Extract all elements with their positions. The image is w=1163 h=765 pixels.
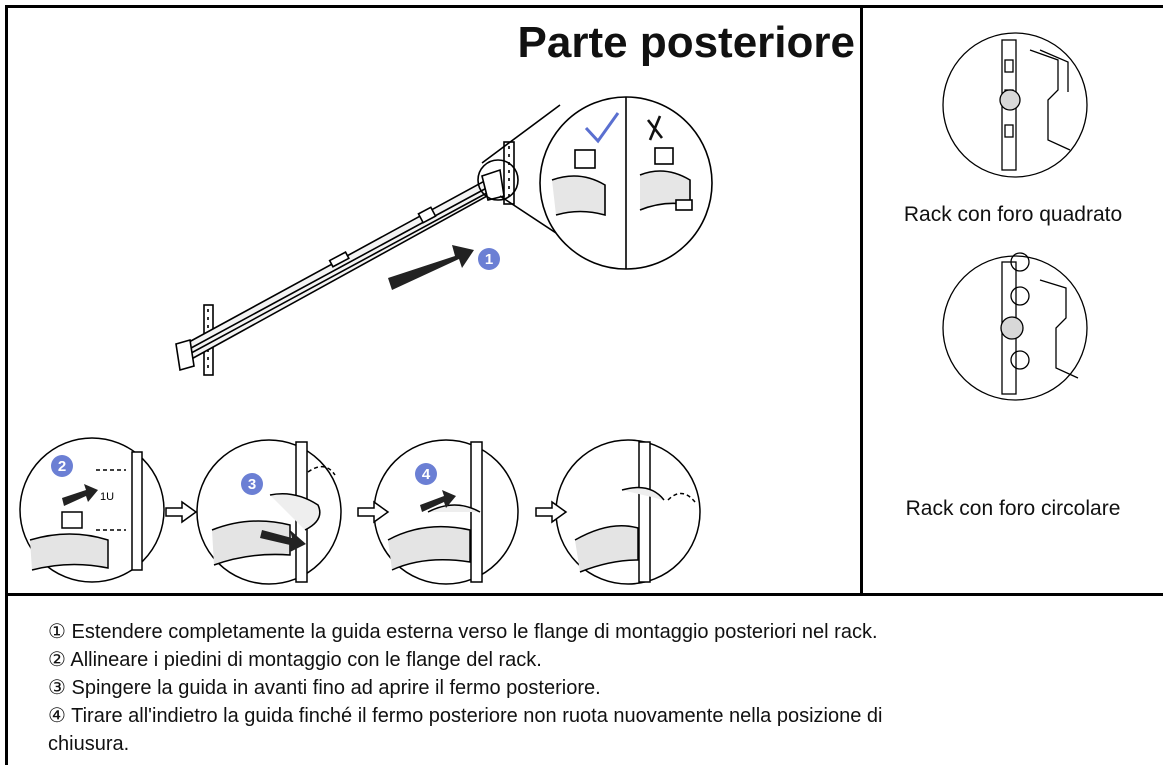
hollow-right-arrow-icon xyxy=(165,500,198,524)
cross-mark-icon xyxy=(646,115,664,141)
instruction-list: ① Estendere completamente la guida ester… xyxy=(48,618,1148,758)
svg-text:4: 4 xyxy=(422,466,431,483)
instruction-step-2: ② Allineare i piedini di montaggio con l… xyxy=(48,649,542,671)
unit-label: 1U xyxy=(100,491,114,503)
step-final-detail xyxy=(555,439,701,585)
step-3-detail xyxy=(196,439,342,585)
detail-magnifier xyxy=(539,96,713,270)
svg-text:1: 1 xyxy=(485,251,493,268)
square-hole-rack-detail xyxy=(942,32,1088,178)
figure-frame xyxy=(5,5,1163,765)
round-hole-rack-detail xyxy=(942,252,1088,401)
step-4-detail xyxy=(373,439,519,585)
instruction-step-3: ③ Spingere la guida in avanti fino ad ap… xyxy=(48,677,601,699)
instruction-step-4: ④ Tirare all'indietro la guida finché il… xyxy=(48,705,883,727)
hollow-right-arrow-icon xyxy=(357,500,390,524)
step-2-detail: 1U xyxy=(19,437,165,583)
step-badge-2: 2 xyxy=(51,455,73,477)
caption-square-hole: Rack con foro quadrato xyxy=(903,203,1123,226)
check-mark-icon xyxy=(584,112,620,144)
step-badge-4: 4 xyxy=(415,463,437,485)
step-badge-1: 1 xyxy=(478,248,500,270)
section-divider xyxy=(5,593,1163,596)
column-divider xyxy=(860,5,863,595)
caption-round-hole: Rack con foro circolare xyxy=(905,497,1121,520)
step-badge-3: 3 xyxy=(241,473,263,495)
rack-rail-illustration xyxy=(175,104,601,376)
svg-text:2: 2 xyxy=(58,458,66,475)
figure-title: Parte posteriore xyxy=(517,18,855,67)
instruction-step-1: ① Estendere completamente la guida ester… xyxy=(48,621,878,643)
svg-text:3: 3 xyxy=(248,476,256,493)
hollow-right-arrow-icon xyxy=(535,500,568,524)
instruction-step-4-continued: chiusura. xyxy=(48,733,130,755)
